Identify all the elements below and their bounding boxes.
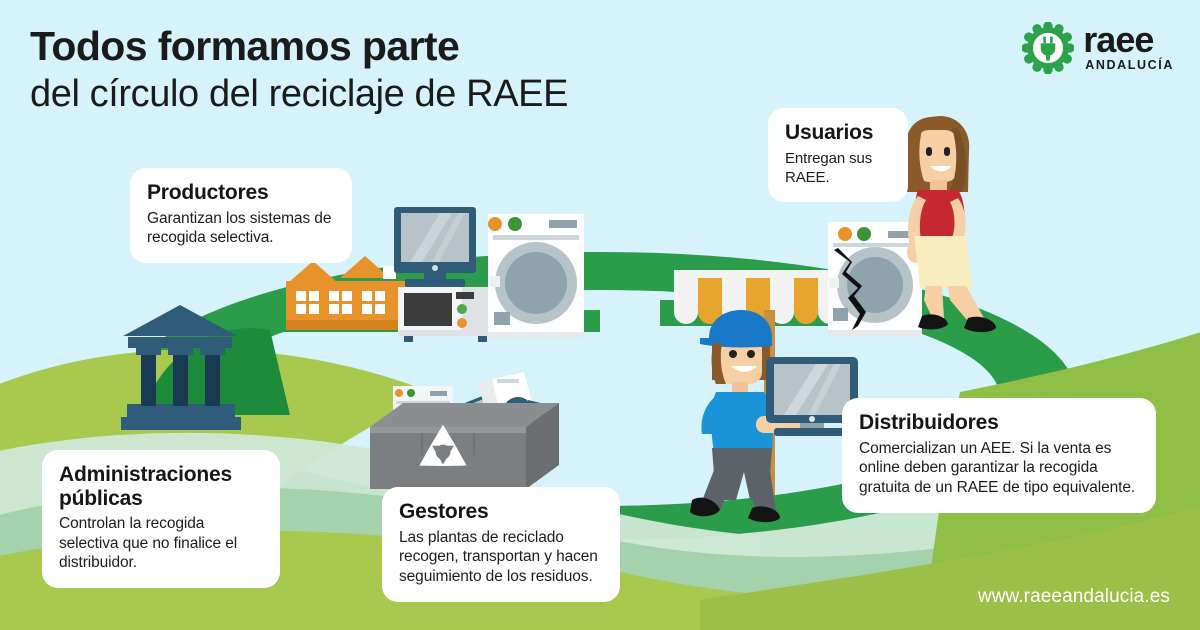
website-url[interactable]: www.raeeandalucia.es: [977, 586, 1170, 607]
recycling-container-icon: [370, 372, 559, 489]
card-body-distribuidores: Comercializan un AEE. Si la venta es onl…: [859, 439, 1136, 496]
card-title-distribuidores: Distribuidores: [859, 411, 999, 434]
government-building-icon: [121, 305, 290, 430]
microwave-oven-icon: [398, 287, 493, 342]
callout-card-gestores[interactable]: Gestores Las plantas de reciclado recoge…: [382, 487, 620, 602]
card-title-productores: Productores: [147, 181, 269, 204]
callout-card-distribuidores[interactable]: Distribuidores Comercializan un AEE. Si …: [842, 398, 1156, 513]
plug-in-gear-icon: [1022, 22, 1075, 74]
shade-olive-bottom-right: [700, 505, 1200, 630]
card-body-productores: Garantizan los sistemas de recogida sele…: [147, 209, 332, 247]
headline-line-1: Todos formamos parte: [30, 23, 460, 69]
flat-monitor-icon: [766, 357, 858, 436]
logo-region: ANDALUCÍA: [1085, 58, 1174, 73]
card-body-administraciones: Controlan la recogida selectiva que no f…: [59, 515, 238, 572]
card-body-usuarios: Entregan sus RAEE.: [785, 149, 873, 186]
recycling-symbol-icon: [419, 424, 467, 467]
broken-washing-machine-icon: [828, 222, 922, 336]
delivery-person-icon: [690, 310, 806, 523]
logo-wordmark: raee ANDALUCÍA: [1083, 19, 1174, 73]
card-title-usuarios: Usuarios: [785, 121, 874, 144]
headline-line-2: del círculo del reciclaje de RAEE: [30, 72, 569, 115]
woman-user-icon: [905, 116, 996, 333]
page-title: Todos formamos parte del círculo del rec…: [30, 23, 569, 115]
callout-card-administraciones-publicas[interactable]: Administraciones públicas Controlan la r…: [42, 450, 280, 589]
callout-card-usuarios[interactable]: Usuarios Entregan sus RAEE.: [768, 108, 908, 202]
factory-building-icon: [286, 256, 410, 330]
card-body-gestores: Las plantas de reciclado recogen, transp…: [399, 528, 598, 585]
card-title-gestores: Gestores: [399, 500, 489, 523]
washing-machine-icon: [488, 214, 584, 338]
callout-card-productores[interactable]: Productores Garantizan los sistemas de r…: [130, 168, 352, 263]
card-title-administraciones: Administraciones públicas: [59, 463, 233, 510]
logo-name: raee: [1083, 19, 1154, 61]
raee-andalucia-logo[interactable]: raee ANDALUCÍA: [1022, 19, 1174, 74]
crt-monitor-icon: [394, 207, 476, 287]
